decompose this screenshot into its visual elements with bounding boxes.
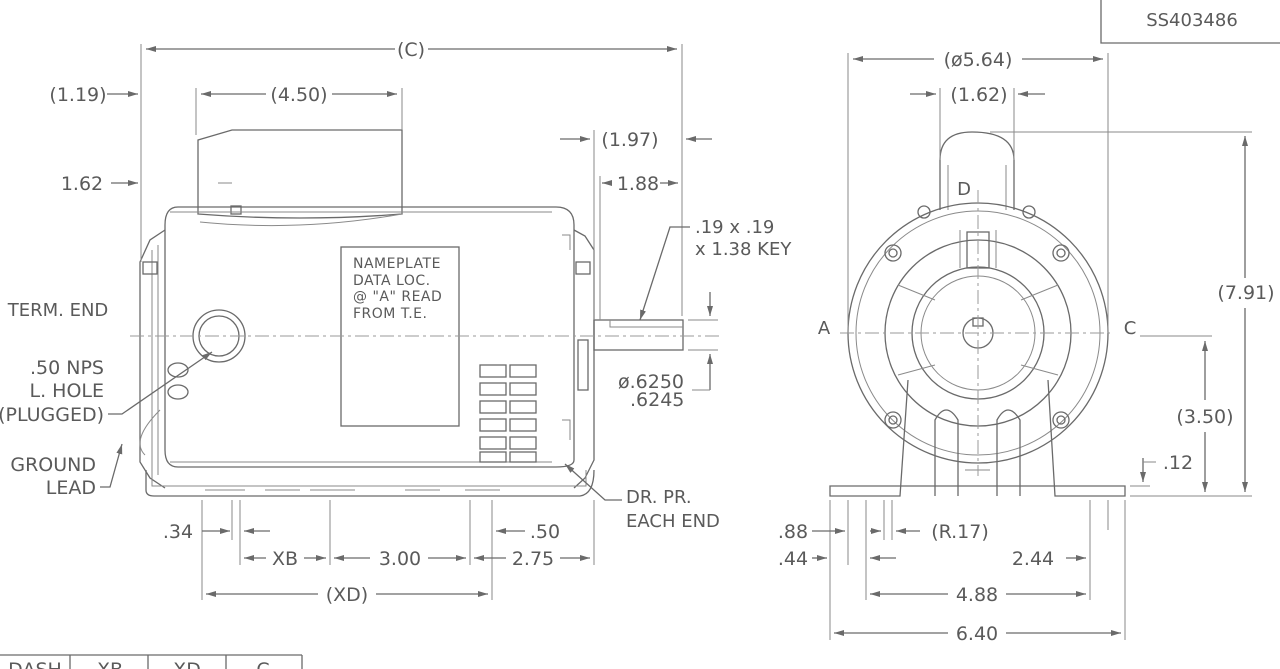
dim-xb: XB [272,548,298,570]
dim-dia-5-64: (ø5.64) [944,49,1013,71]
dim-c: (C) [397,39,425,61]
dim-1-62-end: (1.62) [950,84,1007,106]
dim-7-91: (7.91) [1217,282,1274,304]
motor-end-view: A C D (ø5.64) (1.62) (7.91) (3.50) .12 .… [778,49,1275,645]
key-note-line-2: x 1.38 KEY [695,239,792,260]
end-view-junction-box [939,131,1015,210]
ground-line-1: GROUND [10,454,96,476]
right-end-cap [573,229,595,489]
shaft-diameter-1: ø.6250 [618,371,684,393]
label-c: C [1124,318,1137,339]
dim-1-97: (1.97) [601,129,658,151]
nps-line-3: (PLUGGED) [0,404,104,426]
label-a: A [818,318,831,339]
dim-88: .88 [778,521,808,543]
dim-2-75: 2.75 [512,548,554,570]
dim-r17: (R.17) [931,521,989,543]
table-header-xd: XD [173,659,201,669]
motor-base [145,469,595,497]
table-header-dash: DASH [8,659,62,669]
dim-12: .12 [1163,452,1193,474]
nameplate-line-1: NAMEPLATE [353,256,441,272]
dim-34: .34 [163,521,193,543]
label-d: D [957,179,971,200]
table-header-c: C [256,659,269,669]
dim-50: .50 [530,521,560,543]
drawing-number: SS403486 [1146,10,1238,31]
key-note-line-1: .19 x .19 [695,217,774,238]
dim-1-19: (1.19) [49,84,106,106]
dim-4-50: (4.50) [270,84,327,106]
nameplate-line-4: FROM T.E. [353,306,427,322]
nps-line-1: .50 NPS [30,357,104,379]
motor-side-view: NAMEPLATE DATA LOC. @ "A" READ FROM T.E.… [0,39,792,606]
end-view-bolts [884,205,1070,429]
motor-body [164,206,575,468]
dim-44: .44 [778,548,808,570]
dim-6-40: 6.40 [956,623,998,645]
shaft [593,319,684,351]
ground-line-2: LEAD [46,477,96,499]
vent-slots [479,364,537,463]
dim-4-88: 4.88 [956,584,998,606]
end-view-base [829,379,1126,497]
term-end-label: TERM. END [7,300,109,321]
title-block: SS403486 [1100,0,1280,44]
shaft-diameter-2: .6245 [630,389,684,411]
dim-xd: (XD) [326,584,368,606]
dim-2-44: 2.44 [1012,548,1054,570]
nameplate-line-3: @ "A" READ [353,289,442,305]
table-header-xb: XB [97,659,123,669]
dim-1-62: 1.62 [61,173,103,195]
dim-3-00: 3.00 [379,548,421,570]
dim-3-50: (3.50) [1176,406,1233,428]
drpr-line-2: EACH END [626,511,720,532]
dimension-table: DASH XB XD C [0,654,303,669]
nps-line-2: L. HOLE [30,380,105,402]
nameplate-line-2: DATA LOC. [353,273,431,289]
box-screw [230,205,242,215]
dim-1-88: 1.88 [617,173,659,195]
drpr-line-1: DR. PR. [626,487,692,508]
junction-box [197,129,403,219]
